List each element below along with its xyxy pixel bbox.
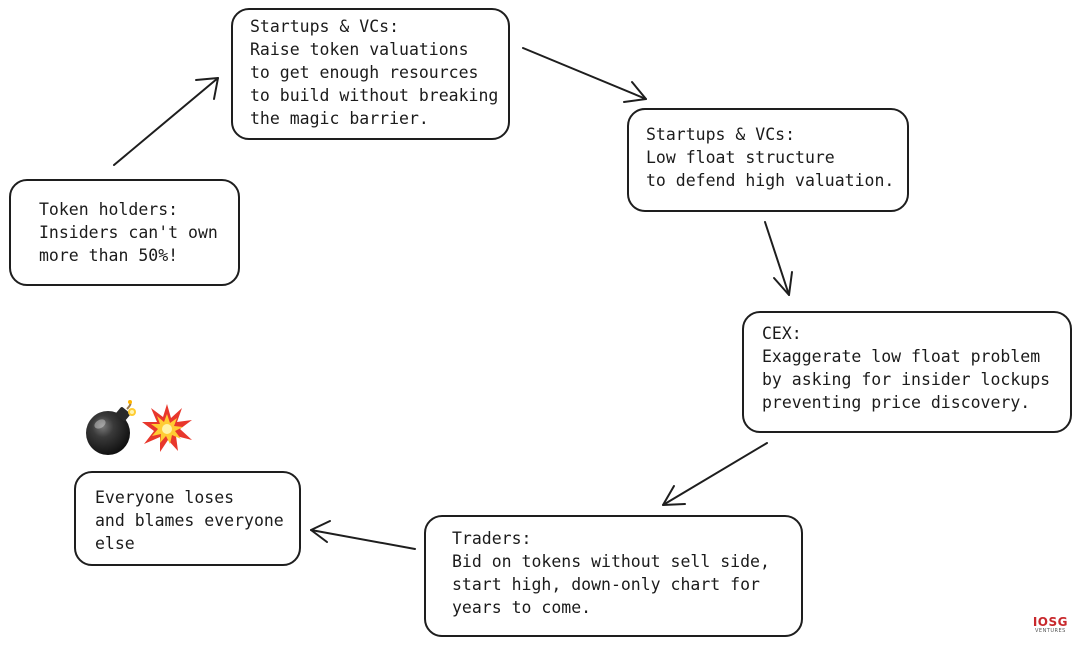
box-line: Bid on tokens without sell side,: [452, 552, 770, 571]
watermark-subtitle: VENTURES: [1034, 628, 1066, 634]
box-line: Insiders can't own: [39, 223, 218, 242]
arrow-holders-to-raise: [113, 77, 219, 166]
arrow-traders-to-loses: [310, 520, 416, 550]
box-line: Low float structure: [646, 148, 835, 167]
box-everyone-loses: Everyone loses and blames everyone else: [74, 471, 301, 566]
box-token-holders: Token holders: Insiders can't own more t…: [9, 179, 240, 286]
box-traders: Traders: Bid on tokens without sell side…: [424, 515, 803, 637]
box-line: CEX:: [762, 324, 802, 343]
box-startups-low-float: Startups & VCs: Low float structure to d…: [627, 108, 909, 212]
box-line: to defend high valuation.: [646, 171, 895, 190]
box-line: years to come.: [452, 598, 592, 617]
box-line: by asking for insider lockups: [762, 370, 1051, 389]
box-line: Traders:: [452, 529, 532, 548]
box-line: to build without breaking: [250, 86, 499, 105]
bomb-icon: [82, 400, 142, 458]
box-line: to get enough resources: [250, 63, 479, 82]
box-line: Startups & VCs:: [250, 17, 400, 36]
iosg-watermark: IOSG VENTURES: [1033, 616, 1068, 634]
box-line: Exaggerate low float problem: [762, 347, 1041, 366]
box-line: Everyone loses: [95, 488, 235, 507]
box-line: start high, down-only chart for: [452, 575, 760, 594]
box-cex: CEX: Exaggerate low float problem by ask…: [742, 311, 1072, 433]
box-line: and blames everyone: [95, 511, 284, 530]
box-line: else: [95, 534, 135, 553]
box-startups-raise: Startups & VCs: Raise token valuations t…: [231, 8, 510, 140]
box-line: Raise token valuations: [250, 40, 469, 59]
arrow-cex-to-traders: [662, 442, 768, 506]
arrow-low-float-to-cex: [764, 221, 793, 296]
box-line: Startups & VCs:: [646, 125, 796, 144]
watermark-logo: IOSG: [1032, 615, 1068, 629]
box-line: Token holders:: [39, 200, 179, 219]
arrow-raise-to-low-float: [522, 47, 647, 103]
explosion-icon: [140, 402, 194, 454]
box-line: the magic barrier.: [250, 109, 429, 128]
box-line: preventing price discovery.: [762, 393, 1031, 412]
box-line: more than 50%!: [39, 246, 179, 265]
